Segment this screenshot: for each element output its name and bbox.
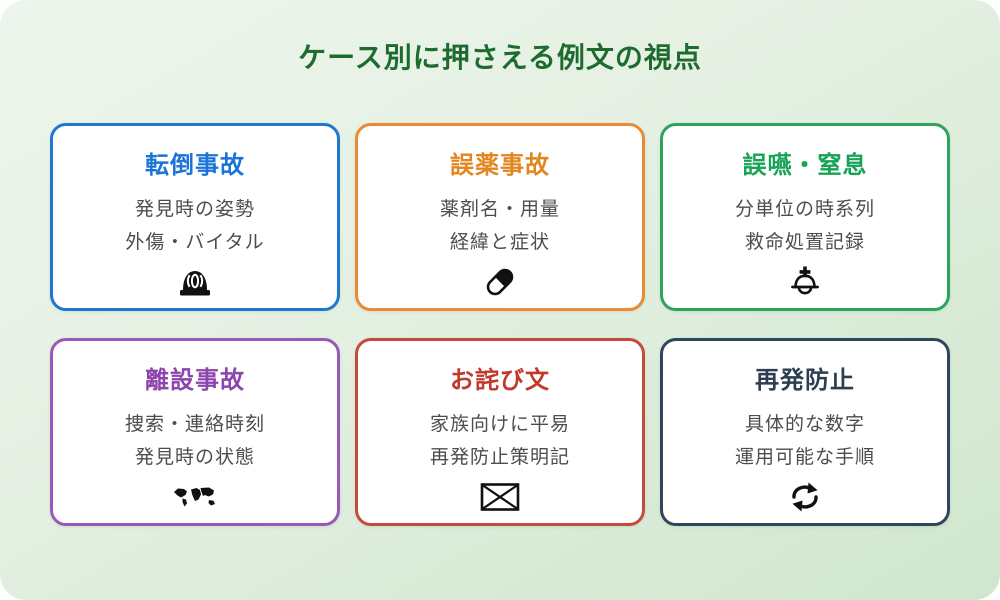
card-line-1: 分単位の時系列 xyxy=(734,198,875,220)
card-line-2: 再発防止策明記 xyxy=(429,446,570,468)
page-title: ケース別に押さえる例文の視点 xyxy=(298,41,702,74)
card-title: 転倒事故 xyxy=(145,151,245,179)
card-line-1: 発見時の姿勢 xyxy=(134,198,255,220)
card-title: 離設事故 xyxy=(145,366,245,394)
card-line-1: 捜索・連絡時刻 xyxy=(124,413,265,435)
cards-grid: 転倒事故 発見時の姿勢 外傷・バイタル 誤薬事故 薬剤名・用量 経緯と症状 誤嚥… xyxy=(50,123,950,526)
card-title: 誤薬事故 xyxy=(450,151,550,179)
card-line-2: 外傷・バイタル xyxy=(125,231,265,253)
case-card-1: 転倒事故 発見時の姿勢 外傷・バイタル xyxy=(50,123,340,311)
card-line-1: 薬剤名・用量 xyxy=(439,198,560,220)
rescue-helmet-icon xyxy=(663,264,947,300)
card-title: 誤嚥・窒息 xyxy=(742,151,868,179)
card-line-2: 救命処置記録 xyxy=(744,231,865,253)
world-map-icon xyxy=(53,479,337,515)
case-card-3: 誤嚥・窒息 分単位の時系列 救命処置記録 xyxy=(660,123,950,311)
card-line-1: 具体的な数字 xyxy=(744,413,865,435)
card-line-2: 発見時の状態 xyxy=(134,446,255,468)
card-line-2: 運用可能な手順 xyxy=(734,446,875,468)
card-line-1: 家族向けに平易 xyxy=(429,413,570,435)
card-title: 再発防止 xyxy=(755,366,855,394)
siren-icon xyxy=(53,264,337,300)
card-line-2: 経緯と症状 xyxy=(449,231,550,253)
cycle-arrows-icon xyxy=(663,479,947,515)
case-card-4: 離設事故 捜索・連絡時刻 発見時の状態 xyxy=(50,338,340,526)
case-card-6: 再発防止 具体的な数字 運用可能な手順 xyxy=(660,338,950,526)
case-card-2: 誤薬事故 薬剤名・用量 経緯と症状 xyxy=(355,123,645,311)
pill-icon xyxy=(358,264,642,300)
card-title: お詫び文 xyxy=(450,366,550,394)
case-card-5: お詫び文 家族向けに平易 再発防止策明記 xyxy=(355,338,645,526)
envelope-icon xyxy=(358,479,642,515)
